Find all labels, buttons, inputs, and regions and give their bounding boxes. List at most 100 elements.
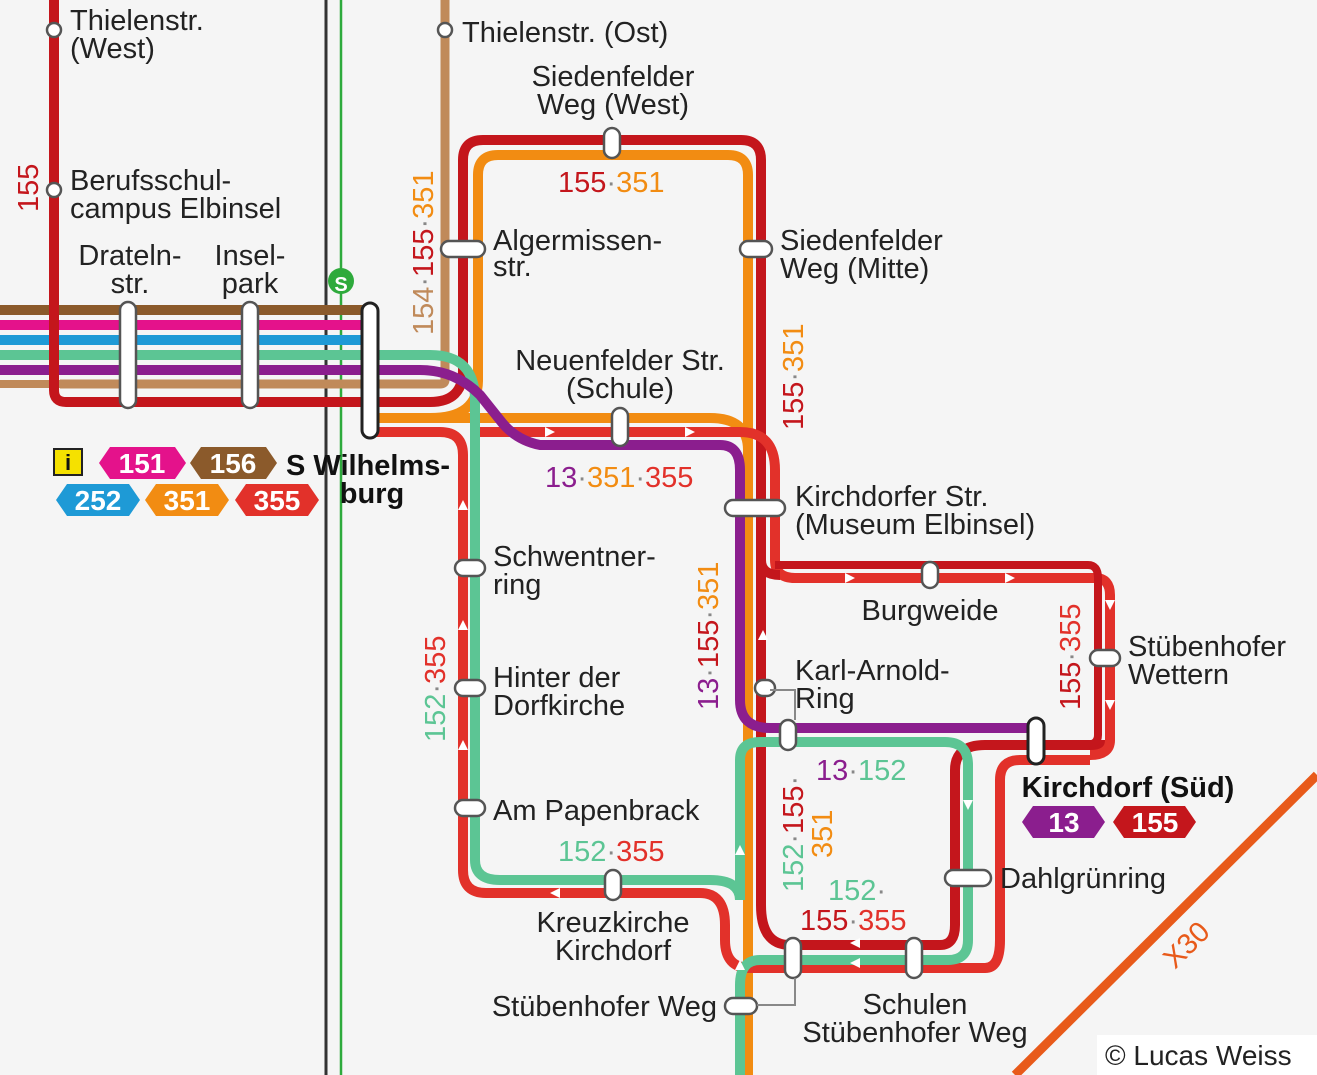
stop-kirchdorf-sued [1026, 716, 1046, 766]
label-kirchdorfer: Kirchdorfer Str.(Museum Elbinsel) [795, 481, 1035, 541]
svg-text:155: 155 [1132, 807, 1179, 838]
badges-kirchdorf: 13 155 [1022, 806, 1196, 838]
route-inner-loop: 13·152 [816, 755, 906, 787]
s-bahn-icon: S [328, 268, 354, 296]
label-neuenfelder: Neuenfelder Str.(Schule) [515, 345, 725, 405]
route-middle: 13·351·355 [545, 462, 693, 494]
label-dahlgruenring: Dahlgrünring [1000, 863, 1166, 895]
info-icon: i [53, 448, 83, 476]
background-lines [324, 0, 1317, 1075]
stop-stuebenhofer-wettern [1088, 648, 1122, 668]
svg-text:156: 156 [210, 448, 257, 479]
label-drateln: Drateln-str. [78, 240, 181, 300]
line-x30 [1011, 771, 1317, 1075]
route-155-west: 155 [13, 164, 45, 212]
stop-burgweide [920, 560, 940, 590]
svg-text:13: 13 [1048, 807, 1079, 838]
stop-karl-arnold-2 [778, 718, 798, 752]
stop-inselpark [240, 300, 260, 410]
stop-siedenfelder-mitte [738, 239, 774, 259]
badge-13: 13 [1022, 806, 1105, 838]
route-bottom-1: 152· [828, 875, 886, 907]
line-152-track [370, 350, 973, 1075]
route-bottom-2: 155·355 [800, 905, 906, 937]
badge-355: 355 [235, 484, 319, 516]
route-west-vertical: 152·355 [420, 636, 452, 742]
stop-siedenfelder-west [602, 126, 622, 160]
stop-algermissen [439, 239, 487, 259]
stop-wilhelmsburg [360, 301, 380, 440]
line-355-east-track [470, 427, 1115, 760]
stop-kreuzkirche [603, 868, 623, 902]
label-burgweide: Burgweide [861, 595, 998, 627]
stop-karl-arnold [753, 678, 777, 698]
label-berufsschul: Berufsschul-campus Elbinsel [70, 165, 281, 225]
line-351-connector [380, 413, 753, 451]
stop-schulen-1 [783, 936, 803, 980]
line-155-east-track [775, 561, 1102, 749]
line-351-track [370, 150, 753, 1075]
svg-text:355: 355 [254, 485, 301, 516]
label-karl-arnold: Karl-Arnold-Ring [795, 655, 950, 715]
stop-labels: Thielenstr.(West) Thielenstr. (Ost) Sied… [70, 5, 1286, 1049]
route-papenbrack: 152·355 [558, 836, 664, 868]
stop-schwentner [453, 558, 487, 578]
stop-am-papenbrack [453, 798, 487, 818]
stop-thielenstr-west [45, 21, 63, 39]
label-stuebenhofer-weg: Stübenhofer Weg [492, 991, 717, 1023]
stop-drateln [118, 300, 138, 410]
label-kirchdorf-sued: Kirchdorf (Süd) [1022, 772, 1235, 804]
badges-wilhelmsburg: i 151 156 252 351 355 [53, 447, 319, 516]
stop-schulen-2 [904, 936, 924, 980]
svg-text:252: 252 [75, 485, 122, 516]
label-thielenstr-west: Thielenstr.(West) [70, 5, 204, 65]
stop-markers [45, 21, 1122, 1016]
svg-text:S: S [334, 274, 347, 296]
western-bundle [0, 305, 370, 388]
label-am-papenbrack: Am Papenbrack [493, 795, 700, 827]
route-top: 155·351 [558, 167, 664, 199]
svg-text:© Lucas Weiss: © Lucas Weiss [1105, 1040, 1292, 1071]
route-south-vertical-a: 152·155· [778, 776, 810, 892]
stop-kirchdorfer [723, 498, 787, 518]
label-algermissen: Algermissen-str. [493, 225, 662, 283]
copyright: © Lucas Weiss [1097, 1035, 1317, 1075]
stop-dahlgruenring [943, 868, 993, 888]
svg-text:151: 151 [119, 448, 166, 479]
route-labels: 155 155·351 154·155·351 155·351 13·351·3… [13, 164, 1216, 975]
stop-berufsschul [45, 181, 63, 199]
route-east-vertical: 155·355 [1055, 604, 1087, 710]
label-inselpark: Insel-park [215, 240, 286, 300]
label-thielenstr-ost: Thielenstr. (Ost) [462, 17, 668, 49]
badge-151: 151 [99, 447, 186, 479]
badge-252: 252 [56, 484, 140, 516]
route-center-vertical: 13·155·351 [693, 562, 725, 710]
label-schwentner: Schwentner-ring [493, 541, 656, 601]
line-154-track [60, 0, 450, 389]
svg-text:351: 351 [164, 485, 211, 516]
direction-arrows [458, 427, 1115, 970]
line-155-track [49, 0, 1110, 950]
stop-stuebenhofer-weg [723, 996, 759, 1016]
stop-hinter-dorfkirche [453, 678, 487, 698]
route-south-vertical-b: 351 [807, 810, 839, 858]
line-355-track [370, 427, 1090, 973]
badge-351: 351 [145, 484, 229, 516]
route-vertical-right: 155·351 [778, 324, 810, 430]
svg-text:i: i [65, 450, 71, 475]
stop-thielenstr-ost [436, 21, 454, 39]
badge-155: 155 [1113, 806, 1196, 838]
route-vertical-left: 154·155·351 [408, 170, 440, 335]
line-13-track [370, 365, 1040, 733]
stop-neuenfelder [610, 406, 630, 448]
line-155-branch [756, 520, 781, 580]
label-wilhelmsburg: S Wilhelms-burg [286, 450, 450, 510]
badge-156: 156 [190, 447, 277, 479]
